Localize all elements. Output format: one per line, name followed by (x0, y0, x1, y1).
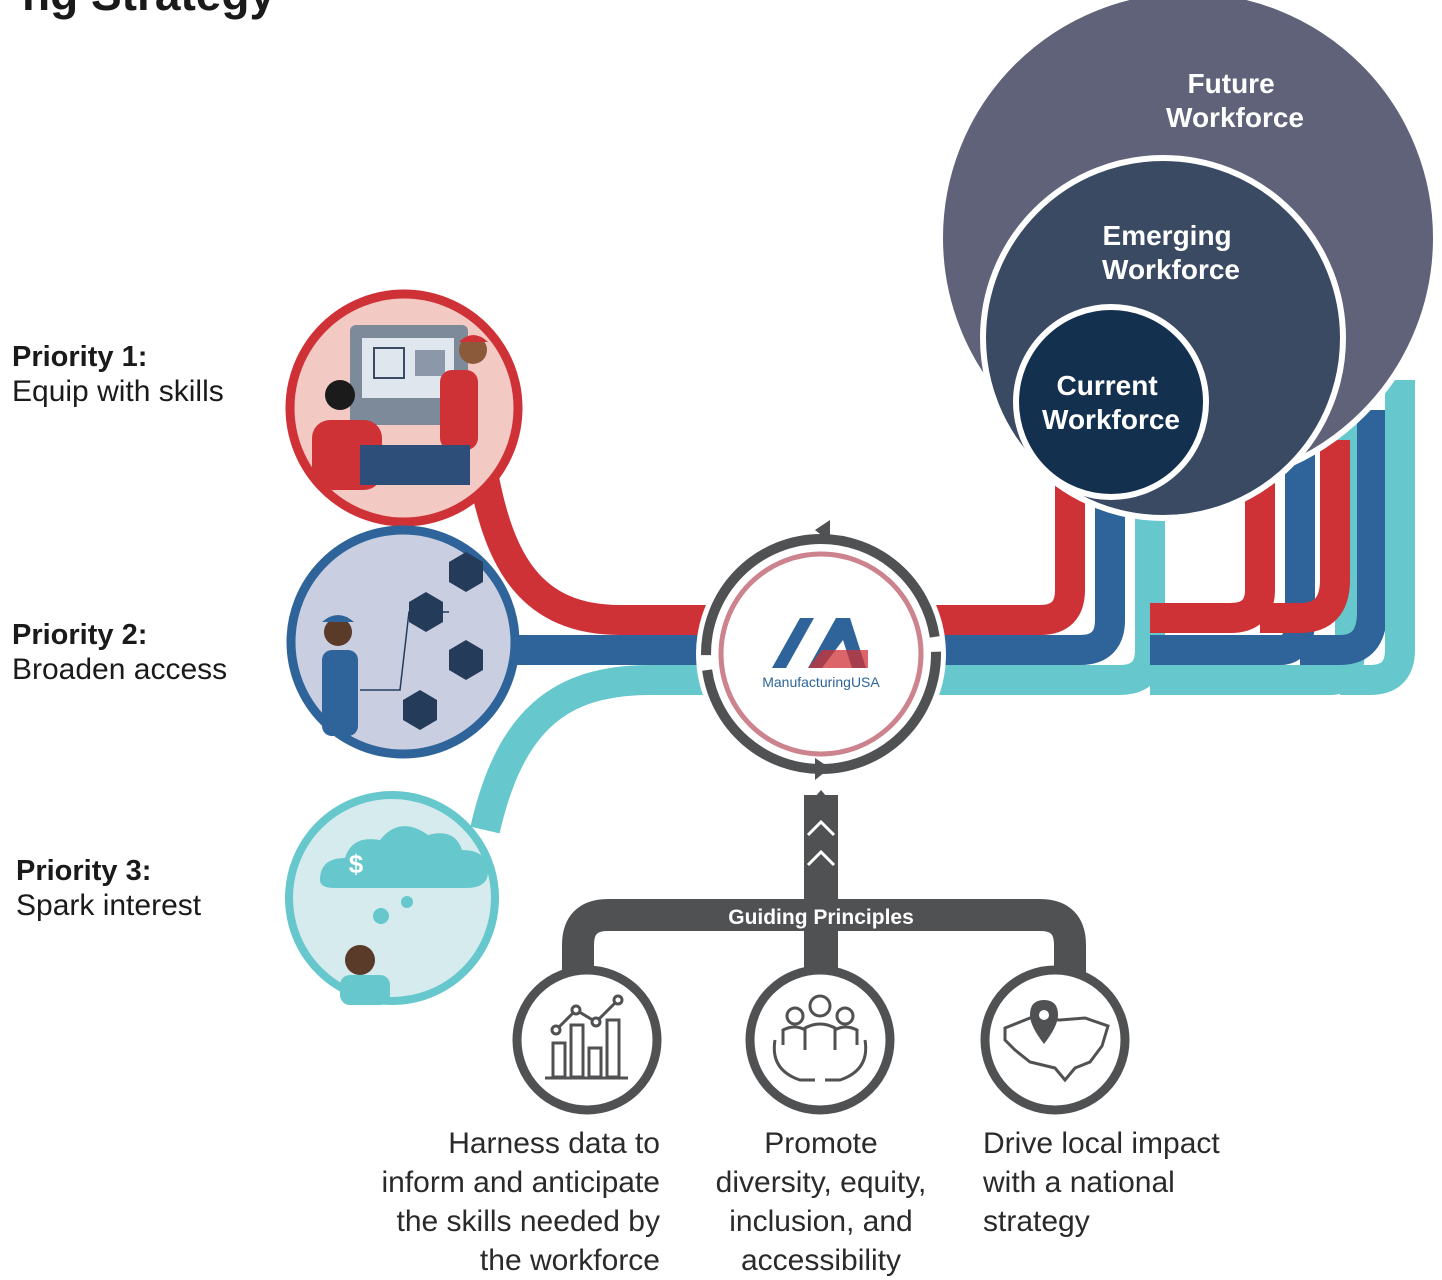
principle-2-text: Promote diversity, equity, inclusion, an… (690, 1124, 952, 1280)
chevron-1 (806, 819, 836, 837)
people-hands-icon (772, 994, 868, 1082)
workforce-circles: Future Workforce Emerging Workforce Curr… (937, 0, 1439, 521)
principle-icon-1 (512, 965, 662, 1115)
pipe-blue-right-3 (1300, 410, 1387, 665)
us-map-pin-icon (1003, 1000, 1110, 1083)
priority-2-label: Priority 2: (12, 619, 148, 651)
principle-3-line-3: strategy (983, 1205, 1090, 1238)
bar-chart-icon (545, 994, 628, 1080)
principle-icon-3 (980, 965, 1130, 1115)
principle-2-line-3: inclusion, and (729, 1205, 913, 1238)
current-workforce-label: Current Workforce (1042, 370, 1180, 435)
priority-3-label: Priority 3: (16, 855, 152, 887)
priority-3-circle: $ (285, 791, 499, 1005)
priority-1-circle (285, 289, 523, 527)
pipe-blue-right-1 (935, 470, 1125, 665)
principle-3-text: Drive local impact with a national strat… (983, 1124, 1283, 1241)
pipe-red-left (469, 475, 710, 635)
guiding-principles-label: Guiding Principles (728, 906, 914, 929)
hub: ManufacturingUSA (696, 520, 946, 780)
priority-2-text: Broaden access (12, 653, 228, 686)
priority-3-block: Priority 3: Spark interest (16, 854, 201, 924)
emerging-workforce-label: Emerging Workforce (1102, 220, 1240, 285)
principle-2-line-4: accessibility (740, 1244, 902, 1277)
pipe-red-right-2 (1150, 450, 1275, 633)
principle-3-line-2: with a national (983, 1166, 1175, 1199)
principle-1-text: Harness data to inform and anticipate th… (330, 1124, 661, 1280)
hub-arrow-bottom (815, 758, 830, 780)
principle-2-line-2: diversity, equity, (715, 1166, 927, 1199)
title-fragment: ng Strategy (22, 0, 275, 20)
pipe-red-right-1 (935, 470, 1085, 635)
priority-1-text: Equip with skills (12, 375, 224, 408)
principle-1-line-1: Harness data to (448, 1127, 660, 1160)
chevron-arrow (804, 790, 838, 830)
priority-3-text: Spark interest (16, 889, 202, 922)
principle-1-line-2: inform and anticipate (381, 1166, 661, 1199)
hub-arrow-top (815, 520, 830, 542)
pipes (469, 380, 1415, 834)
principle-icon-2 (745, 965, 895, 1115)
principle-2-line-1: Promote (764, 1127, 878, 1160)
logo-mark-left (772, 618, 814, 668)
pipe-teal-right-3 (1340, 380, 1415, 695)
priority-2-circle (286, 525, 520, 759)
chevron-2 (806, 849, 836, 867)
future-workforce-label: Future Workforce (1166, 68, 1304, 133)
svg-text:$: $ (349, 849, 364, 879)
priority-1-block: Priority 1: Equip with skills (12, 340, 224, 410)
current-workforce-circle (1013, 304, 1209, 500)
principle-3-line-1: Drive local impact (983, 1127, 1220, 1160)
priority-1-label: Priority 1: (12, 341, 148, 373)
pipe-red-right-3 (1260, 440, 1350, 633)
principle-1-line-4: the workforce (479, 1244, 660, 1277)
hub-brand: ManufacturingUSA (762, 674, 880, 690)
principle-1-line-3: the skills needed by (396, 1205, 661, 1238)
guiding-branches: Guiding Principles (562, 790, 1086, 980)
pipe-teal-left (470, 665, 710, 834)
priority-2-block: Priority 2: Broaden access (12, 618, 227, 688)
